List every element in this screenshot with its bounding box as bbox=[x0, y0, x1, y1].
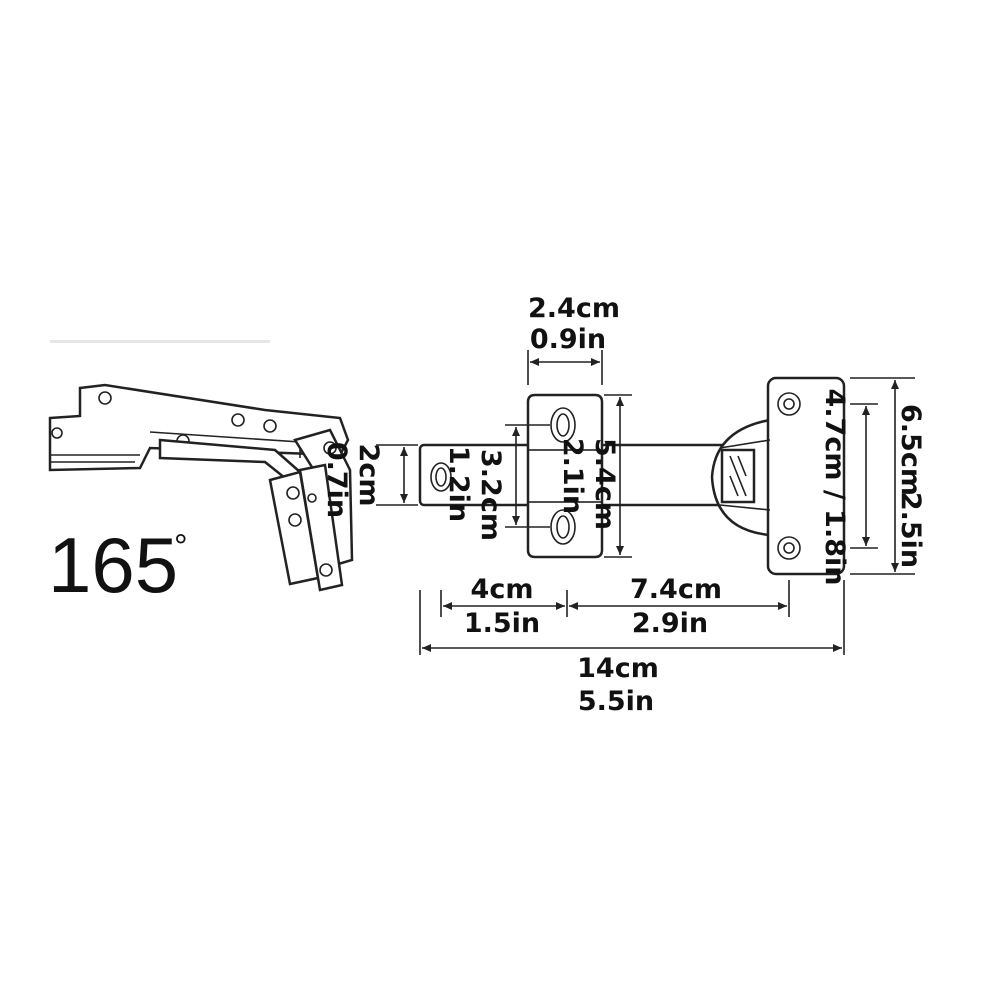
total-length-in: 5.5in bbox=[578, 686, 654, 717]
cup-rivet bbox=[288, 513, 302, 527]
arm-rivet bbox=[98, 391, 112, 405]
adjust-slot bbox=[430, 462, 452, 492]
plate-slot-top bbox=[550, 407, 576, 443]
cup-rivet bbox=[307, 493, 317, 503]
hinge-top-view bbox=[418, 376, 846, 576]
cup-edge-lines bbox=[719, 439, 771, 511]
left-span-cm: 4cm bbox=[471, 574, 534, 605]
cup-hole-spacing-label: 4.7cm / 1.8in bbox=[819, 389, 850, 586]
open-hinge-side-view bbox=[48, 340, 354, 592]
right-span-in: 2.9in bbox=[632, 608, 708, 639]
right-span-cm: 7.4cm bbox=[630, 574, 722, 605]
plate-slot-bottom-inner bbox=[556, 515, 570, 539]
screw-hole-top bbox=[777, 392, 801, 416]
cup-plate-height-in: 2.5in bbox=[895, 492, 926, 568]
slot-spacing-cm: 3.2cm bbox=[475, 449, 506, 541]
cup-rivet bbox=[319, 563, 333, 577]
top-width-cm: 2.4cm bbox=[528, 293, 620, 324]
arm-height-in: 0.7in bbox=[321, 442, 352, 518]
screw-hole-bottom-inner bbox=[783, 542, 795, 554]
screw-hole-bottom bbox=[777, 536, 801, 560]
top-width-in: 0.9in bbox=[530, 324, 606, 355]
plate-slot-bottom bbox=[550, 509, 576, 545]
adjust-slot-inner bbox=[435, 467, 447, 487]
plate-height-cm: 5.4cm bbox=[589, 438, 620, 530]
arm-rivet bbox=[231, 413, 245, 427]
cup-body bbox=[298, 463, 344, 592]
arm-height-cm: 2cm bbox=[353, 444, 384, 507]
cup-plate-top bbox=[766, 376, 846, 576]
shadow-strip bbox=[50, 340, 270, 343]
total-length-cm: 14cm bbox=[577, 653, 659, 684]
plate-slot-top-inner bbox=[556, 413, 570, 437]
cup-plate-height-cm: 6.5cm bbox=[895, 404, 926, 496]
arm-rivet bbox=[51, 427, 63, 439]
spring-coils bbox=[729, 455, 747, 497]
cup-rivet bbox=[286, 486, 300, 500]
plate-height-in: 2.1in bbox=[557, 438, 588, 514]
link-pivot bbox=[323, 441, 337, 455]
opening-angle-value: 165 bbox=[48, 521, 178, 609]
left-span-in: 1.5in bbox=[464, 608, 540, 639]
arm-rivet bbox=[263, 419, 277, 433]
screw-hole-top-inner bbox=[783, 398, 795, 410]
arm-plate-lines bbox=[50, 454, 140, 463]
slot-spacing-in: 1.2in bbox=[443, 446, 474, 522]
opening-angle-unit: ° bbox=[174, 528, 188, 566]
mounting-plate bbox=[526, 393, 604, 559]
mounting-plate-center bbox=[527, 449, 603, 503]
